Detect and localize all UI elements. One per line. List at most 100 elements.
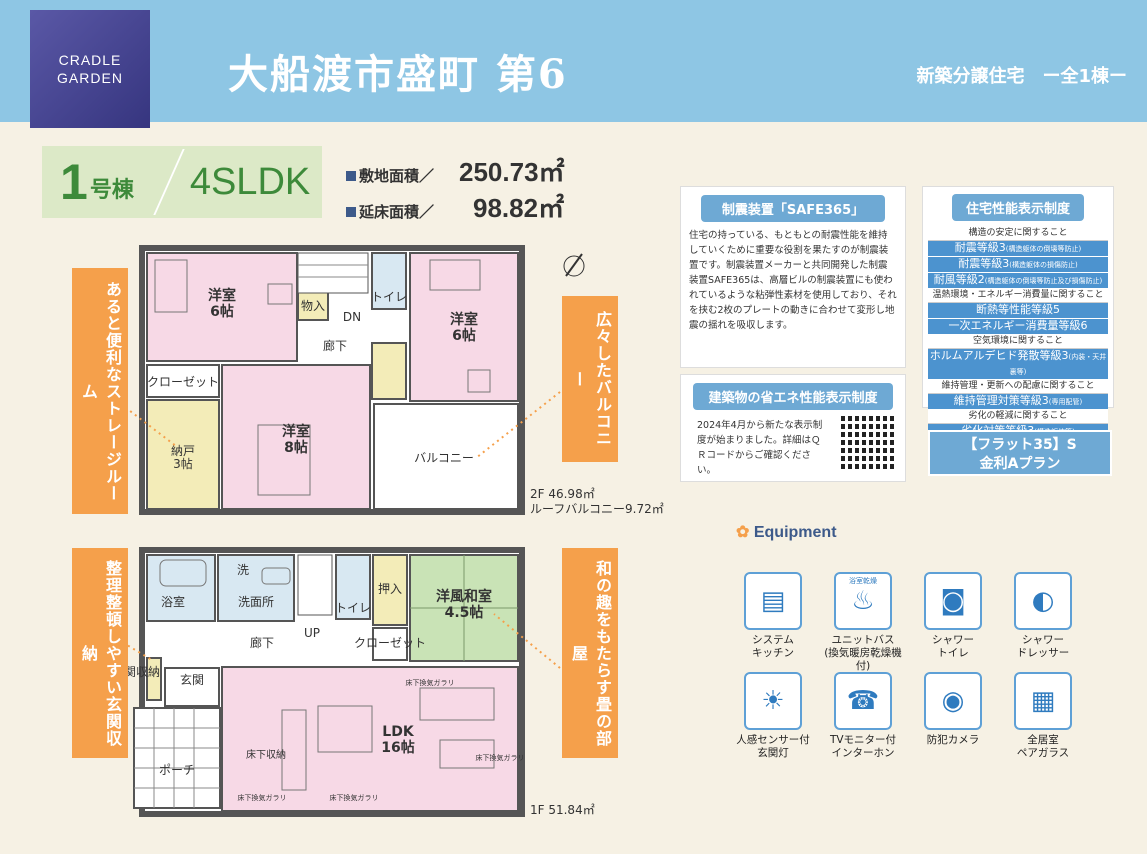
equipment-sublabel: 玄関灯 xyxy=(757,747,789,759)
logo-line1: CRADLE xyxy=(58,52,122,68)
room-2f-western-1 xyxy=(146,252,298,362)
performance-grade-label: 耐風等級2 xyxy=(933,273,985,286)
flat35-line1: 【フラット35】S xyxy=(963,437,1077,453)
equipment-item: ◙ シャワートイレ xyxy=(908,572,998,660)
lotus-icon: ✿ xyxy=(736,524,750,541)
flat35-line2: 金利Aプラン xyxy=(979,456,1061,472)
label-2f-room2: 洋室 xyxy=(450,311,478,328)
toilet-icon: ◙ xyxy=(924,572,982,630)
equipment-label: システム xyxy=(752,634,794,646)
label-1f-toilet: トイレ xyxy=(335,601,371,615)
label-1f-up: UP xyxy=(304,626,320,640)
label-2f-nando-size: 3帖 xyxy=(173,456,193,471)
dresser-icon: ◐ xyxy=(1014,572,1072,630)
performance-grade-label: 断熱等性能等級5 xyxy=(976,303,1060,316)
equipment-sublabel: トイレ xyxy=(937,647,969,659)
room-1f-bath xyxy=(146,554,216,622)
label-1f-oshiire: 押入 xyxy=(378,582,402,596)
performance-grade-label: 耐震等級3 xyxy=(958,257,1010,270)
unit-label: 号棟 xyxy=(89,178,134,203)
equipment-item: ▤システムキッチン xyxy=(728,572,818,660)
label-2f-toilet: トイレ xyxy=(371,290,407,304)
room-1f-ldk xyxy=(221,666,519,812)
equipment-item: ▦全居室ペアガラス xyxy=(998,672,1088,760)
label-2f-room1-size: 6帖 xyxy=(210,303,234,320)
floor-area-label: 延床面積／ xyxy=(359,203,435,221)
room-2f-western-2 xyxy=(409,252,519,402)
label-2f-nando: 納戸 xyxy=(171,444,195,458)
equipment-label: 防犯カメラ xyxy=(926,734,980,746)
equipment-label: 人感センサー付 xyxy=(736,734,810,746)
flat35-badge: 【フラット35】S 金利Aプラン xyxy=(928,430,1112,476)
land-area-label: 敷地面積／ xyxy=(359,167,435,185)
equipment-label: TVモニター付 xyxy=(829,734,897,746)
performance-grade-note: (構造躯体の倒壊等防止) xyxy=(1005,245,1082,253)
label-1f-genkan: 玄関 xyxy=(180,672,204,687)
performance-grade-note: (構造躯体の倒壊等防止及び損傷防止) xyxy=(984,277,1103,285)
label-2f-area: 2F 46.98㎡ xyxy=(530,487,595,501)
header-banner: CRADLE GARDEN 大船渡市盛町 第6 新築分譲住宅 ー全1棟ー xyxy=(0,0,1147,128)
room-2f-nando xyxy=(146,399,220,510)
callout-tatami-room: 和の趣をもたらす畳の部屋 xyxy=(562,548,618,758)
callout-storage-room: あると便利なストレージルーム xyxy=(72,268,128,514)
bullet-square-icon xyxy=(346,171,356,181)
label-2f-balcony: バルコニー xyxy=(414,451,474,465)
label-1f-washitsu: 洋風和室 xyxy=(436,588,492,605)
equipment-item: ♨浴室乾燥ユニットバス(換気暖房乾燥機付) xyxy=(818,572,908,673)
label-1f-vent2: 床下換気ガラリ xyxy=(238,793,287,802)
equipment-item: ◉ 防犯カメラ xyxy=(908,672,998,747)
land-area-value: 250.73㎡ xyxy=(459,157,565,187)
room-1f-toilet xyxy=(335,554,371,620)
label-1f-washitsu-size: 4.5帖 xyxy=(445,604,484,621)
porch-area xyxy=(133,707,221,809)
label-1f-vent3: 床下換気ガラリ xyxy=(330,793,379,802)
performance-title: 住宅性能表示制度 xyxy=(952,194,1084,221)
performance-group-title: 構造の安定に関すること xyxy=(928,227,1108,241)
label-1f-vent4: 床下換気ガラリ xyxy=(476,753,525,762)
equipment-label: シャワー xyxy=(1022,634,1064,646)
energy-title: 建築物の省エネ性能表示制度 xyxy=(693,383,893,410)
equipment-item: ◐シャワードレッサー xyxy=(998,572,1088,660)
equipment-label: 全居室 xyxy=(1027,734,1059,746)
label-1f-vent1: 床下換気ガラリ xyxy=(406,678,455,687)
label-1f-closet: クローゼット xyxy=(354,636,426,650)
equipment-label: シャワー xyxy=(932,634,974,646)
bullet-square-icon xyxy=(346,207,356,217)
label-2f-roof-balcony: ルーフバルコニー9.72㎡ xyxy=(530,502,664,516)
performance-grade: 耐震等級3(構造躯体の損傷防止) xyxy=(928,257,1108,273)
camera-icon: ◉ xyxy=(924,672,982,730)
energy-label-panel: 建築物の省エネ性能表示制度 2024年4月から新たな表示制度が始まりました。詳細… xyxy=(680,374,906,482)
performance-group-title: 劣化の軽減に関すること xyxy=(928,410,1108,424)
performance-group-title: 維持管理・更新への配慮に関すること xyxy=(928,380,1108,394)
equipment-title: ✿ Equipment xyxy=(736,522,837,542)
label-1f-ldk: LDK xyxy=(382,724,415,740)
performance-grade-note: (構造躯体の損傷防止) xyxy=(1009,261,1078,269)
label-2f-hall: 廊下 xyxy=(323,338,347,353)
brand-logo: CRADLE GARDEN xyxy=(30,10,150,128)
label-1f-porch: ポーチ xyxy=(159,763,195,777)
energy-body: 2024年4月から新たな表示制度が始まりました。詳細はＱＲコードからご確認くださ… xyxy=(697,420,823,476)
label-1f-hall: 廊下 xyxy=(250,635,274,650)
pair-glass-icon: ▦ xyxy=(1014,672,1072,730)
page-title: 大船渡市盛町 第6 xyxy=(228,51,568,98)
performance-group-title: 温熱環境・エネルギー消費量に関すること xyxy=(928,289,1108,303)
area-specs: 敷地面積／ 250.73㎡ 延床面積／ 98.82㎡ xyxy=(346,152,565,224)
safe365-panel: 制震装置「SAFE365」 住宅の持っている、もともとの耐震性能を維持していくた… xyxy=(680,186,906,368)
safe365-title: 制震装置「SAFE365」 xyxy=(701,195,885,222)
label-1f-underfloor-storage: 床下収納 xyxy=(246,748,286,761)
performance-grade-label: 一次エネルギー消費量等級6 xyxy=(948,319,1088,332)
room-2f-western-3 xyxy=(221,364,371,510)
performance-grade: 耐風等級2(構造躯体の倒壊等防止及び損傷防止) xyxy=(928,273,1108,289)
performance-grade: 耐震等級3(構造躯体の倒壊等防止) xyxy=(928,241,1108,257)
equipment-item: ☀人感センサー付玄関灯 xyxy=(728,672,818,760)
kitchen-icon: ▤ xyxy=(744,572,802,630)
intercom-icon: ☎ xyxy=(834,672,892,730)
room-1f-washitsu xyxy=(409,554,519,662)
performance-grade-note: (専用配管) xyxy=(1048,398,1083,406)
unit-badge: 1 号棟 4SLDK xyxy=(42,146,322,218)
callout-balcony: 広々したバルコニー xyxy=(562,296,618,462)
equipment-heading: Equipment xyxy=(753,524,837,541)
label-2f-closet: クローゼット xyxy=(147,375,219,389)
room-2f-balcony xyxy=(373,403,519,510)
land-area-row: 敷地面積／ 250.73㎡ xyxy=(346,152,565,188)
